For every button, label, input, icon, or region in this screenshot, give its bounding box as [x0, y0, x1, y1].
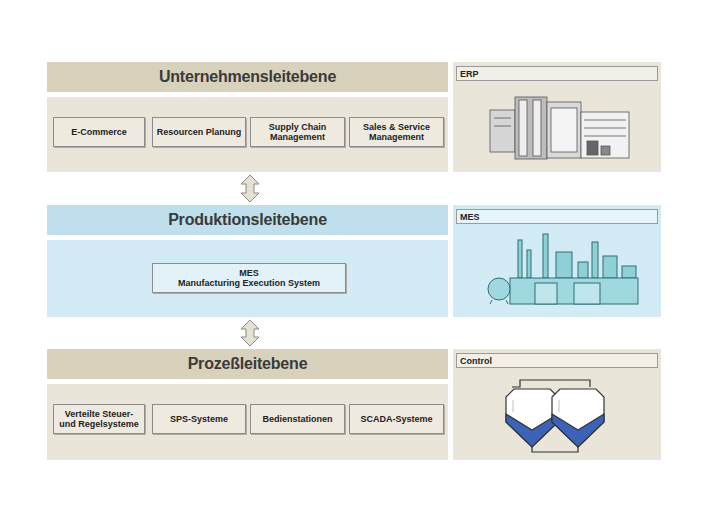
system-box: SPS-Systeme — [152, 404, 246, 434]
box-text: Supply Chain Management — [254, 122, 341, 142]
erp-server-illustration — [490, 97, 629, 159]
system-box: Sales & Service Management — [349, 117, 444, 147]
box-text: Resourcen Planung — [157, 127, 242, 137]
mes-panel-ground — [453, 205, 661, 317]
tank-illustration — [506, 380, 604, 452]
box-text: Bedienstationen — [262, 414, 332, 424]
system-box: E-Commerce — [53, 117, 145, 147]
level-band: ProzeßleitebeneVerteilte Steuer- und Reg… — [47, 349, 448, 460]
erp-panel-ground — [453, 62, 661, 172]
panel-label: ERP — [456, 66, 658, 81]
box-text: SPS-Systeme — [170, 414, 228, 424]
box-text: Manufacturing Execution System — [178, 278, 320, 288]
system-box: Supply Chain Management — [250, 117, 345, 147]
double-arrow — [241, 175, 259, 202]
panel-label: MES — [456, 209, 658, 224]
control-panel-ground — [453, 349, 661, 460]
system-box: MESManufacturing Execution System — [152, 263, 346, 293]
system-panel: Control — [453, 349, 661, 460]
system-box: Bedienstationen — [250, 404, 345, 434]
box-text: Sales & Service Management — [353, 122, 440, 142]
level-heading: Unternehmensleitebene — [47, 62, 448, 92]
box-text: MES — [239, 268, 259, 278]
level-heading: Prozeßleitebene — [47, 349, 448, 379]
panel-label: Control — [456, 353, 658, 368]
system-box: Resourcen Planung — [152, 117, 246, 147]
system-box: SCADA-Systeme — [349, 404, 444, 434]
box-text: SCADA-Systeme — [360, 414, 432, 424]
box-text: Verteilte Steuer- und Regelsysteme — [57, 409, 141, 429]
double-arrow — [241, 320, 259, 346]
factory-illustration — [488, 234, 638, 304]
level-band: UnternehmensleitebeneE-Commerce Resourcen… — [47, 62, 448, 172]
level-band: ProduktionsleitebeneMESManufacturing Exe… — [47, 205, 448, 317]
system-panel: ERP — [453, 62, 661, 172]
box-text: E-Commerce — [71, 127, 127, 137]
level-heading: Produktionsleitebene — [47, 205, 448, 235]
system-panel: MES — [453, 205, 661, 317]
system-box: Verteilte Steuer- und Regelsysteme — [53, 404, 145, 434]
